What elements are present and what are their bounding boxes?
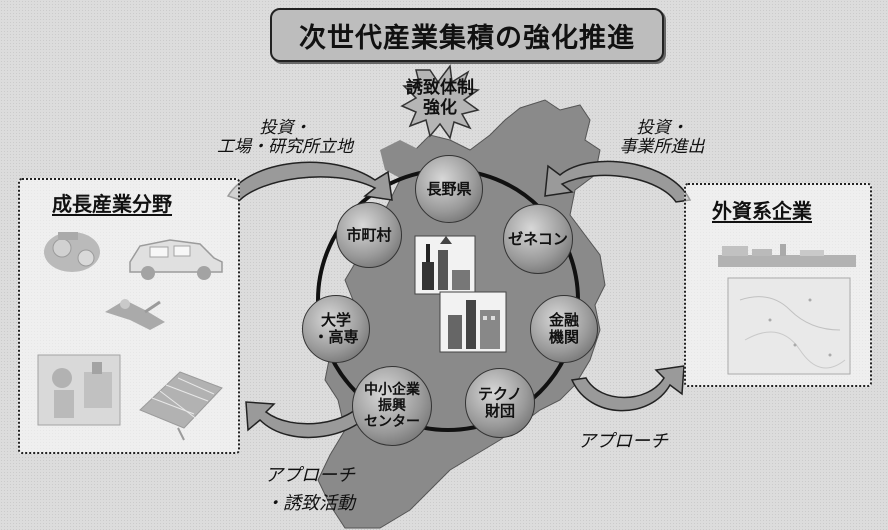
center-badge-label: 誘致体制 強化 <box>406 78 474 118</box>
node-sme-center: 中小企業 振興 センター <box>352 366 432 446</box>
arrow-approach-right <box>570 365 685 412</box>
node-university: 大学 ・高専 <box>302 295 370 363</box>
growth-industry-title: 成長産業分野 <box>52 192 172 216</box>
growth-industry-box: 成長産業分野 <box>18 178 240 454</box>
nagano-north-lobe <box>380 140 420 178</box>
label-invest-left: 投資・ 工場・研究所立地 <box>217 118 353 157</box>
node-finance: 金融 機関 <box>530 295 598 363</box>
node-general-contractor: ゼネコン <box>503 204 573 274</box>
node-techno-label: テクノ 財団 <box>477 385 523 420</box>
foreign-company-title: 外資系企業 <box>712 199 812 223</box>
label-invest-right: 投資・ 事業所進出 <box>619 118 705 157</box>
arrow-invest-right <box>544 160 692 203</box>
factory-icon <box>414 235 476 295</box>
foreign-company-box: 外資系企業 <box>684 183 872 387</box>
label-approach-left: アプローチ ・誘致活動 <box>265 465 355 514</box>
node-municipality: 市町村 <box>336 202 402 268</box>
badge-burst-shape <box>400 64 480 140</box>
title-box: 次世代産業集積の強化推進 <box>270 8 664 62</box>
node-nagano-label: 長野県 <box>426 179 472 198</box>
node-municipality-label: 市町村 <box>346 225 392 244</box>
page-title: 次世代産業集積の強化推進 <box>299 22 635 54</box>
node-techno: テクノ 財団 <box>465 368 535 438</box>
plant-building-icon <box>439 291 507 353</box>
node-sme-center-label: 中小企業 振興 センター <box>364 382 420 430</box>
node-university-label: 大学 ・高専 <box>313 311 359 346</box>
node-nagano: 長野県 <box>415 155 483 223</box>
arrow-invest-left <box>226 161 393 201</box>
arrow-approach-left <box>245 397 382 439</box>
label-approach-right: アプローチ <box>578 431 668 452</box>
node-finance-label: 金融 機関 <box>548 311 579 346</box>
node-general-contractor-label: ゼネコン <box>508 229 568 248</box>
